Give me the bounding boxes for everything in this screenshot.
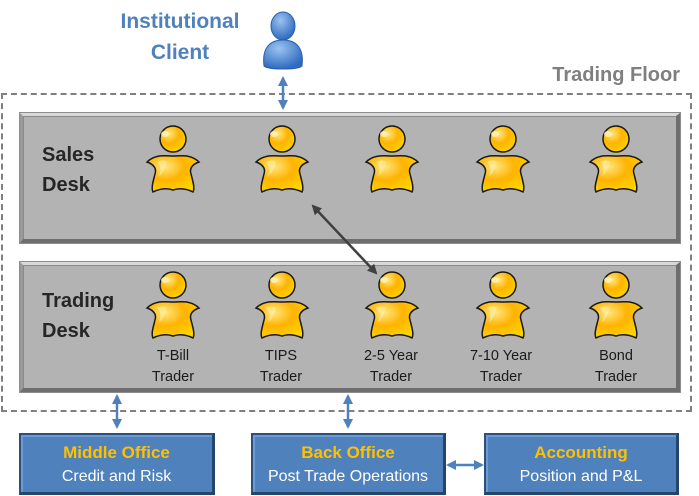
sales-person-icon bbox=[362, 124, 422, 196]
institutional-client-label: Institutional Client bbox=[100, 6, 260, 68]
sales-person-icon bbox=[143, 124, 203, 196]
sales-desk-label-line2: Desk bbox=[42, 174, 90, 196]
trader-role: Trader bbox=[594, 369, 638, 385]
trader-person-icon bbox=[362, 270, 422, 342]
back-office-box: Back Office Post Trade Operations bbox=[251, 433, 446, 495]
trading-desk-label-line2: Desk bbox=[42, 320, 90, 342]
trading-desk-label-line1: Trading bbox=[42, 290, 115, 312]
trader-label-7-10-year: 7-10 Year Trader bbox=[456, 346, 546, 388]
sales-person-icon bbox=[473, 124, 533, 196]
trader-person-icon bbox=[473, 270, 533, 342]
middle-office-title: Middle Office bbox=[63, 443, 170, 462]
trader-label-bond: Bond Trader bbox=[571, 346, 661, 388]
trader-role: Trader bbox=[479, 369, 523, 385]
trader-person-icon bbox=[586, 270, 646, 342]
sales-person-icon bbox=[252, 124, 312, 196]
trader-name: 7-10 Year bbox=[469, 348, 533, 364]
trader-label-tips: TIPS Trader bbox=[236, 346, 326, 388]
accounting-subtitle: Position and P&L bbox=[519, 468, 643, 485]
sales-desk-label: Sales Desk bbox=[42, 140, 94, 200]
trader-name: Bond bbox=[599, 348, 633, 364]
client-title-line1: Institutional bbox=[120, 10, 240, 33]
accounting-box: Accounting Position and P&L bbox=[484, 433, 679, 495]
trader-role: Trader bbox=[151, 369, 195, 385]
trader-role: Trader bbox=[369, 369, 413, 385]
client-title-line2: Client bbox=[150, 41, 210, 64]
trader-name: 2-5 Year bbox=[363, 348, 419, 364]
trader-name: TIPS bbox=[264, 348, 298, 364]
back-office-subtitle: Post Trade Operations bbox=[267, 468, 429, 485]
trading-desk-label: Trading Desk bbox=[42, 286, 114, 346]
back-office-title: Back Office bbox=[301, 443, 395, 462]
trader-person-icon bbox=[252, 270, 312, 342]
blue-person-icon bbox=[263, 11, 303, 70]
accounting-title: Accounting bbox=[534, 443, 628, 462]
trader-label-2-5-year: 2-5 Year Trader bbox=[346, 346, 436, 388]
trader-name: T-Bill bbox=[156, 348, 190, 364]
sales-desk-label-line1: Sales bbox=[42, 144, 95, 166]
trading-floor-title: Trading Floor bbox=[552, 64, 680, 86]
sales-person-icon bbox=[586, 124, 646, 196]
trader-label-tbill: T-Bill Trader bbox=[128, 346, 218, 388]
sales-to-trading-arrow bbox=[311, 204, 378, 275]
middle-office-subtitle: Credit and Risk bbox=[61, 468, 172, 485]
trader-person-icon bbox=[143, 270, 203, 342]
trader-role: Trader bbox=[259, 369, 303, 385]
middle-office-box: Middle Office Credit and Risk bbox=[19, 433, 215, 495]
